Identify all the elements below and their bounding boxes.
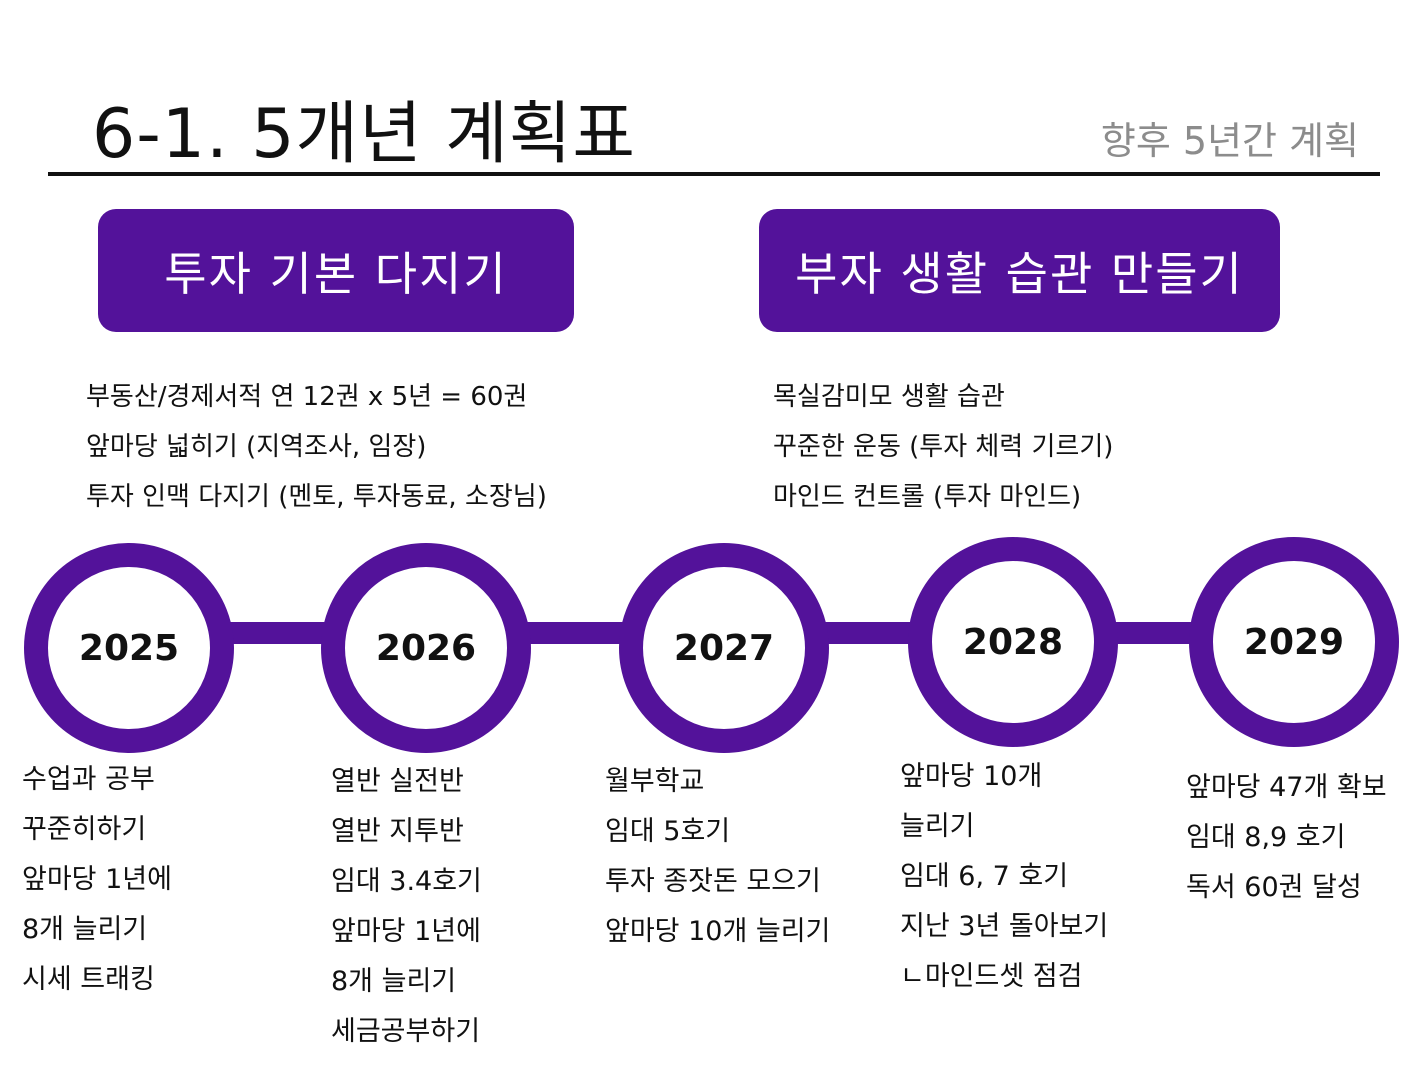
list-item: 앞마당 1년에 [22, 864, 172, 895]
list-item: 독서 60권 달성 [1186, 872, 1362, 903]
list-item: 지난 3년 돌아보기 [900, 911, 1109, 942]
plan-list-2029: 앞마당 47개 확보 임대 8,9 호기 독서 60권 달성 [1186, 763, 1387, 913]
plan-list-2026: 열반 실전반 열반 지투반 임대 3.4호기 앞마당 1년에 8개 늘리기 세금… [331, 757, 482, 1057]
list-item: 임대 3.4호기 [331, 866, 482, 897]
list-item: 앞마당 1년에 [331, 916, 481, 947]
year-label: 2027 [673, 627, 775, 669]
list-item: 앞마당 넓히기 (지역조사, 임장) [86, 432, 427, 462]
list-item: 부동산/경제서적 연 12권 x 5년 = 60권 [86, 382, 528, 412]
list-item: 앞마당 10개 [900, 761, 1043, 792]
list-item: 투자 인맥 다지기 (멘토, 투자동료, 소장님) [86, 482, 547, 512]
list-item: 늘리기 [900, 811, 975, 842]
year-node-2029: 2029 [1189, 537, 1399, 747]
year-label: 2029 [1243, 621, 1345, 663]
list-item: 8개 늘리기 [22, 914, 148, 945]
plan-list-2028: 앞마당 10개 늘리기 임대 6, 7 호기 지난 3년 돌아보기 ㄴ마인드셋 … [900, 752, 1108, 1002]
list-item: 수업과 공부 [22, 764, 155, 795]
page-subtitle: 향후 5년간 계획 [1100, 119, 1359, 163]
list-item: 마인드 컨트롤 (투자 마인드) [773, 482, 1082, 512]
list-item: 열반 실전반 [331, 766, 464, 797]
list-item: 투자 종잣돈 모으기 [605, 866, 821, 897]
list-item: 꾸준한 운동 (투자 체력 기르기) [773, 432, 1114, 462]
list-item: 8개 늘리기 [331, 966, 457, 997]
year-label: 2026 [375, 627, 477, 669]
list-item: 시세 트래킹 [22, 964, 155, 995]
year-node-2028: 2028 [908, 537, 1118, 747]
basics-list: 부동산/경제서적 연 12권 x 5년 = 60권 앞마당 넓히기 (지역조사,… [86, 372, 547, 522]
year-node-2026: 2026 [321, 543, 531, 753]
year-node-2027: 2027 [619, 543, 829, 753]
section-heading-habits: 부자 생활 습관 만들기 [759, 209, 1280, 332]
year-label: 2028 [962, 621, 1064, 663]
list-item: 열반 지투반 [331, 816, 464, 847]
list-item: 앞마당 47개 확보 [1186, 772, 1387, 803]
list-item: 임대 8,9 호기 [1186, 822, 1346, 853]
list-item: 앞마당 10개 늘리기 [605, 916, 831, 947]
list-item: ㄴ마인드셋 점검 [900, 961, 1083, 992]
section-heading-basics: 투자 기본 다지기 [98, 209, 574, 332]
title-divider [48, 172, 1380, 176]
plan-list-2027: 월부학교 임대 5호기 투자 종잣돈 모으기 앞마당 10개 늘리기 [605, 757, 830, 957]
year-label: 2025 [78, 627, 180, 669]
year-node-2025: 2025 [24, 543, 234, 753]
habits-list: 목실감미모 생활 습관 꾸준한 운동 (투자 체력 기르기) 마인드 컨트롤 (… [773, 372, 1113, 522]
list-item: 세금공부하기 [331, 1016, 481, 1047]
page-title: 6-1. 5개년 계획표 [92, 95, 636, 174]
plan-list-2025: 수업과 공부 꾸준히하기 앞마당 1년에 8개 늘리기 시세 트래킹 [22, 755, 172, 1005]
list-item: 월부학교 [605, 766, 705, 797]
list-item: 임대 6, 7 호기 [900, 861, 1069, 892]
list-item: 임대 5호기 [605, 816, 731, 847]
list-item: 목실감미모 생활 습관 [773, 382, 1005, 412]
list-item: 꾸준히하기 [22, 814, 147, 845]
